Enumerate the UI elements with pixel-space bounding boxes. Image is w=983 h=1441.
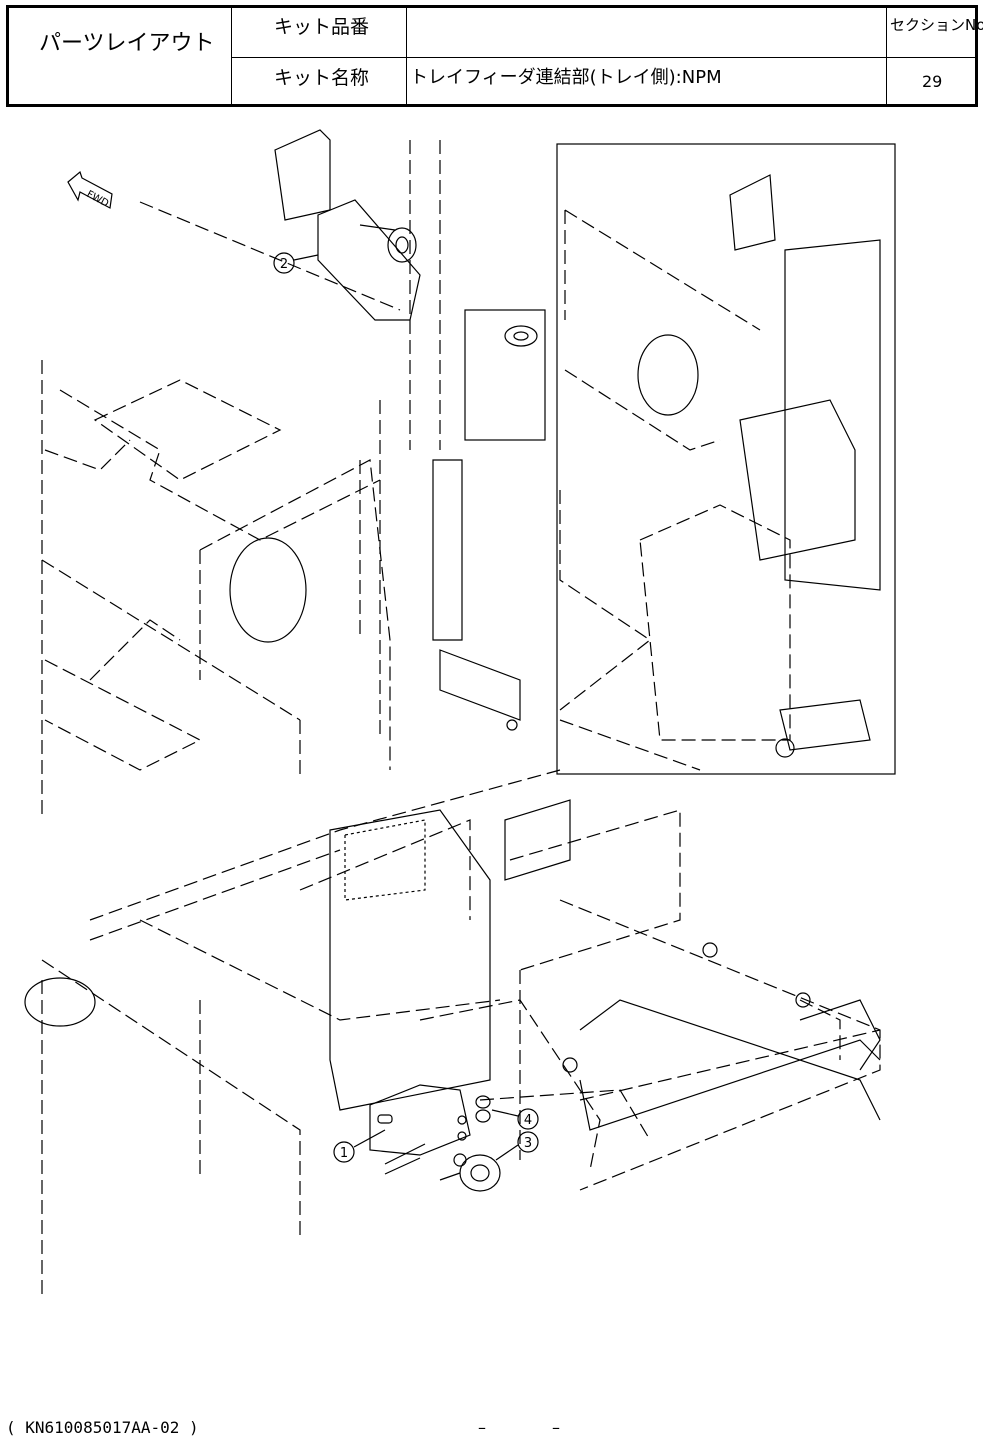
section-label: セクションNo. (890, 14, 983, 35)
page-dash-right: – (552, 1418, 560, 1437)
base-frame (454, 943, 880, 1166)
callout-2-label: 2 (280, 257, 288, 272)
callout-3: 3 (496, 1132, 538, 1160)
kit-name-value: トレイフィーダ連結部(トレイ側):NPM (410, 63, 722, 89)
machine-frame (42, 140, 880, 1300)
kit-number-label: キット品番 (274, 12, 369, 39)
fwd-label: FWD (85, 189, 111, 210)
page-dash-left: – (478, 1418, 486, 1437)
detail-inset (557, 144, 895, 774)
doc-code: ( KN610085017AA-02 ) (6, 1418, 199, 1437)
divider (231, 57, 978, 58)
fwd-arrow: FWD (68, 172, 112, 210)
divider (406, 8, 407, 104)
callout-4-label: 4 (524, 1113, 532, 1128)
doc-title: パーツレイアウト (39, 25, 215, 57)
lower-cover (330, 800, 570, 1110)
divider (231, 8, 232, 104)
screws (385, 1144, 425, 1174)
divider (886, 8, 887, 104)
bracket-part-1 (370, 1085, 470, 1155)
bracket-part-2 (275, 130, 420, 320)
kit-name-label: キット名称 (274, 63, 369, 90)
large-hole (25, 538, 306, 1026)
callout-2: 2 (274, 253, 318, 273)
parts-drawing: FWD (0, 120, 983, 1410)
callout-3-label: 3 (524, 1136, 532, 1151)
callout-4: 4 (492, 1109, 538, 1129)
section-value: 29 (922, 72, 942, 91)
vertical-rail (433, 310, 545, 730)
callout-1-label: 1 (340, 1146, 348, 1161)
callout-1: 1 (334, 1130, 385, 1162)
adjuster-foot-part-3 (440, 1155, 500, 1191)
title-block: パーツレイアウト キット品番 キット名称 トレイフィーダ連結部(トレイ側):NP… (6, 5, 978, 107)
